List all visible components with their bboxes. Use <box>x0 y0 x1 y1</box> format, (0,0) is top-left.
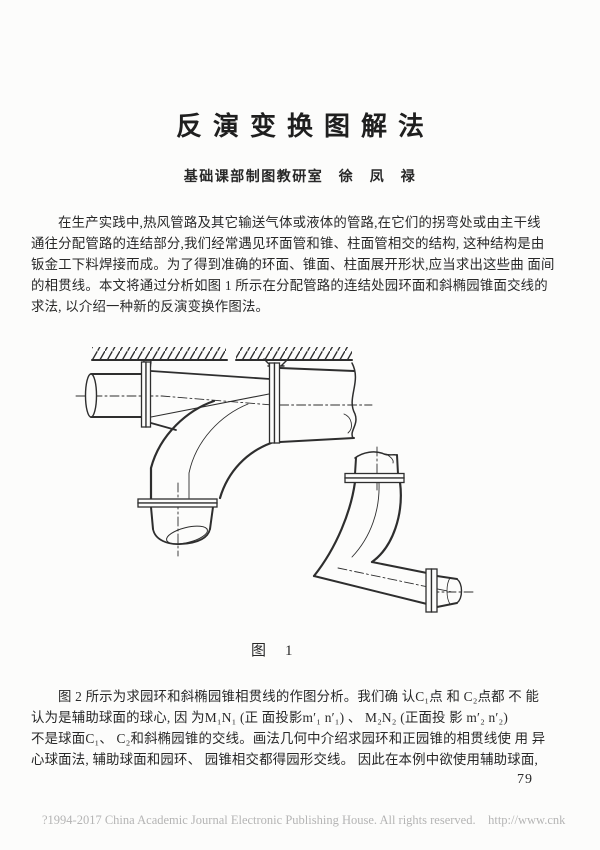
assembly-b-elbow <box>312 480 402 578</box>
paragraph-line: 认为是辅助球面的球心, 因 为M₁N₁ (正 面投影m′₁ n′₁) 、 M₂N… <box>31 710 509 725</box>
page-number: 79 <box>517 772 533 787</box>
paragraph-line: 心球面法, 辅助球面和园环、 园锥相交都得园形交线。 因此在本例中欲使用辅助球面… <box>31 752 538 767</box>
author-byline: 基础课部制图教研室 徐 凤 禄 <box>183 170 417 185</box>
figure-caption: 图 1 <box>251 643 295 659</box>
paragraph-line: 在生产实践中,热风管路及其它输送气体或液体的管路,在它们的拐弯处或由主干线 <box>58 215 541 230</box>
assembly-b-cone <box>313 561 428 605</box>
ceiling-hatching <box>91 347 353 361</box>
assembly-b-flanges <box>344 472 438 613</box>
paragraph-intro: 在生产实践中,热风管路及其它输送气体或液体的管路,在它们的拐弯处或由主干线 通往… <box>31 212 571 317</box>
paragraph-line: 的相贯线。本文将通过分析如图 1 所示在分配管路的连结处园环面和斜椭园锥面交线的 <box>31 278 548 293</box>
page-title: 反演变换图解法 <box>175 112 435 141</box>
assembly-b-end-pipe <box>436 575 463 608</box>
figure-1-drawing <box>75 347 477 613</box>
assembly-a-right-pipe <box>279 362 357 443</box>
assembly-b-stub-pipe <box>354 451 399 475</box>
paragraph-line: 通往分配管路的连结部分,我们经常遇见环面管和锥、柱面管相交的结构, 这种结构是由 <box>31 236 545 251</box>
paragraph-line: 钣金工下料焊接而成。为了得到准确的环面、锥面、柱面展开形状,应当求出这些曲 面间 <box>31 257 555 272</box>
assembly-a-centerlines <box>75 395 373 557</box>
assembly-a-cone-branch <box>150 370 271 431</box>
copyright-footer: ?1994-2017 China Academic Journal Electr… <box>42 813 566 827</box>
assembly-b-centerlines <box>337 446 477 593</box>
assembly-a-left-pipe <box>84 373 145 418</box>
assembly-a-elbow <box>149 399 273 545</box>
paragraph-line: 图 2 所示为求园环和斜椭园锥相贯线的作图分析。我们确 认C₁点 和 C₂点都 … <box>58 689 540 704</box>
paragraph-line: 求法, 以介绍一种新的反演变换作图法。 <box>31 299 270 314</box>
paragraph-line: 不是球面C₁、 C₂和斜椭园锥的交线。画法几何中介绍求园环和正园锥的相贯线使 用… <box>31 731 546 746</box>
paragraph-analysis: 图 2 所示为求园环和斜椭园锥相贯线的作图分析。我们确 认C₁点 和 C₂点都 … <box>31 686 571 770</box>
assembly-a-flanges <box>137 361 281 508</box>
